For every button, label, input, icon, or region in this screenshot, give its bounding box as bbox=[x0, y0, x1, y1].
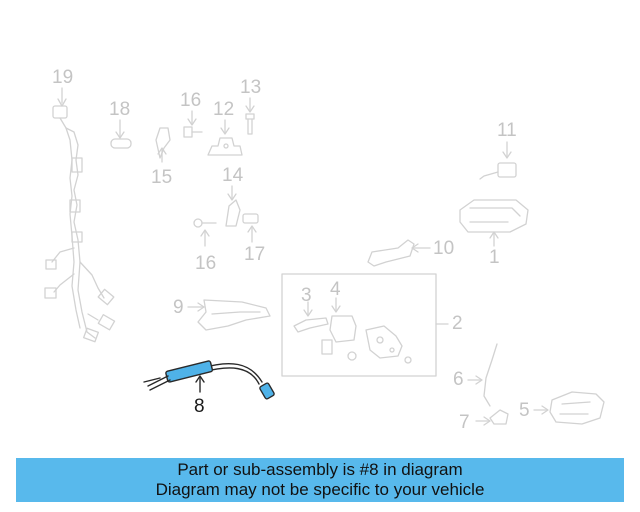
callout-15: 15 bbox=[151, 167, 173, 188]
callout-8: 8 bbox=[194, 396, 205, 417]
banner-line-part: Part or sub-assembly is #8 in diagram bbox=[177, 460, 463, 479]
part-8-release-cable bbox=[143, 360, 275, 400]
part-8-cable-end bbox=[259, 382, 275, 400]
part-16-bolt-top bbox=[183, 110, 203, 138]
part-5-cylinder-housing bbox=[533, 391, 605, 425]
part-3-lever bbox=[293, 301, 329, 333]
part-12-bracket bbox=[207, 119, 243, 156]
callout-3: 3 bbox=[301, 285, 312, 306]
callout-4: 4 bbox=[330, 279, 341, 300]
banner-line-disclaimer: Diagram may not be specific to your vehi… bbox=[155, 480, 485, 499]
callout-5: 5 bbox=[519, 400, 530, 421]
part-4-actuator bbox=[321, 297, 357, 361]
callout-1: 1 bbox=[489, 247, 500, 268]
part-8-cable-sheath bbox=[165, 360, 214, 383]
part-9-inner-bracket bbox=[187, 299, 271, 331]
callout-10: 10 bbox=[433, 238, 455, 259]
part-2-latch-body bbox=[365, 325, 412, 364]
part-7-clip bbox=[475, 409, 509, 426]
part-2-lock-assembly-box bbox=[281, 273, 449, 377]
callout-16-top: 16 bbox=[180, 90, 202, 111]
callout-9: 9 bbox=[173, 297, 184, 318]
callout-12: 12 bbox=[213, 99, 235, 120]
part-16-bolt-bottom bbox=[193, 218, 217, 247]
part-15-latch-plate bbox=[155, 127, 171, 163]
callout-13: 13 bbox=[240, 77, 262, 98]
callout-2: 2 bbox=[452, 313, 463, 334]
part-18-sleeve bbox=[110, 119, 132, 149]
part-17-bushing bbox=[242, 213, 259, 243]
part-13-screw bbox=[245, 97, 255, 135]
part-1-outer-handle bbox=[459, 199, 529, 247]
callout-18: 18 bbox=[109, 99, 131, 120]
callout-6: 6 bbox=[453, 369, 464, 390]
part-19-wiring-harness bbox=[44, 87, 116, 343]
part-6-rod bbox=[467, 343, 498, 407]
callout-7: 7 bbox=[459, 412, 470, 433]
part-10-trim-strip bbox=[367, 239, 431, 267]
info-banner: Part or sub-assembly is #8 in diagram Di… bbox=[16, 458, 624, 502]
part-11-switch bbox=[479, 141, 517, 180]
callout-19: 19 bbox=[52, 67, 74, 88]
callout-11: 11 bbox=[497, 120, 517, 141]
callout-14: 14 bbox=[222, 165, 244, 186]
callout-16-bottom: 16 bbox=[195, 253, 217, 274]
callout-17: 17 bbox=[244, 244, 266, 265]
part-14-lever bbox=[225, 185, 241, 227]
